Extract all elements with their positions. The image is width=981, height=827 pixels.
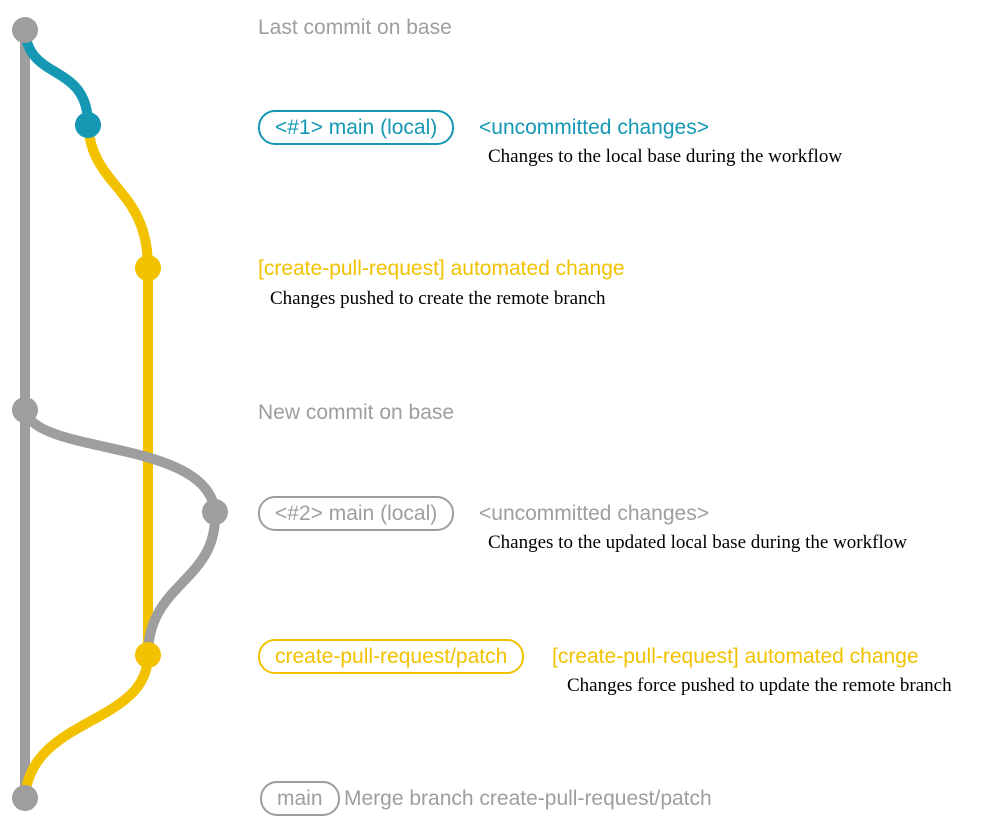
commit-dot-merge [12, 785, 38, 811]
branch-badge-main: main [260, 781, 340, 816]
edge-main-local-1-to-patch-1 [83, 120, 153, 273]
note-updated-local-base-changes: Changes to the updated local base during… [488, 532, 907, 553]
commit-dot-new-base [12, 397, 38, 423]
note-force-pushed-update-remote-branch: Changes force pushed to update the remot… [567, 675, 952, 696]
commit-dot-main-local-2 [202, 499, 228, 525]
edge-main-local-2-to-patch-2 [143, 507, 221, 660]
commit-dot-patch-1 [135, 255, 161, 281]
label-new-commit-on-base: New commit on base [258, 401, 455, 424]
branch-badge-patch: create-pull-request/patch [258, 639, 525, 674]
branch-badge-main-text: main [277, 786, 323, 810]
branch-badge-main-local-1: <#1> main (local) [258, 110, 455, 145]
branch-badge-main-local-2: <#2> main (local) [258, 496, 455, 531]
label-automated-change-2: [create-pull-request] automated change [552, 645, 919, 668]
edge-base-to-main-local-1 [20, 25, 93, 130]
commit-dot-main-local-1 [75, 112, 101, 138]
status-uncommitted-changes-2: <uncommitted changes> [479, 502, 709, 525]
branch-badge-patch-text: create-pull-request/patch [275, 644, 508, 668]
label-automated-change-1: [create-pull-request] automated change [258, 257, 625, 280]
branch-badge-main-local-2-text: <#2> main (local) [275, 501, 438, 525]
label-last-commit-on-base: Last commit on base [258, 16, 452, 39]
commit-graph [12, 17, 228, 811]
edge-patch-2-to-merge [20, 650, 153, 803]
commit-dot-last-base [12, 17, 38, 43]
label-merge-branch: Merge branch create-pull-request/patch [344, 787, 712, 810]
note-local-base-changes: Changes to the local base during the wor… [488, 146, 843, 167]
commit-dot-patch-2 [135, 642, 161, 668]
status-uncommitted-changes-1: <uncommitted changes> [479, 116, 709, 139]
note-pushed-create-remote-branch: Changes pushed to create the remote bran… [270, 288, 606, 309]
edge-base-to-main-local-2 [20, 405, 220, 517]
branch-badge-main-local-1-text: <#1> main (local) [275, 115, 438, 139]
